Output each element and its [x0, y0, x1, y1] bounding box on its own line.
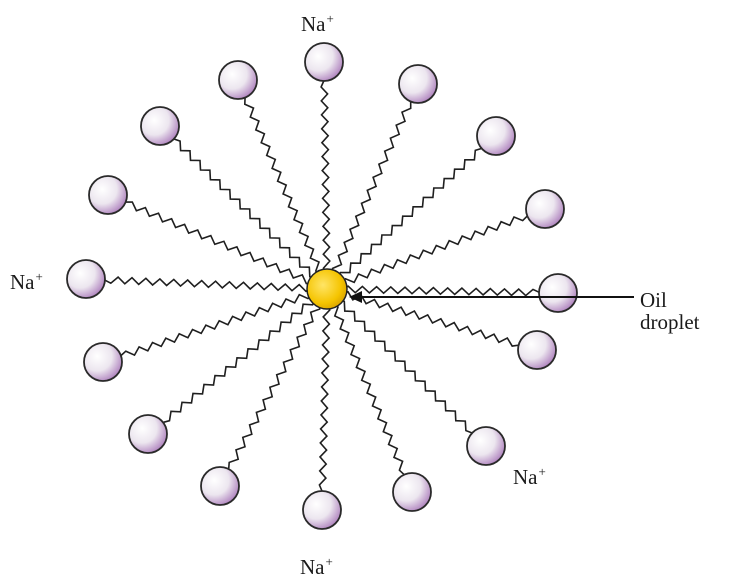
hydrophobic-tail	[336, 298, 474, 435]
oil-droplet-label-line2: droplet	[640, 310, 700, 335]
hydrophobic-tail	[331, 100, 412, 277]
ion-symbol: Na	[301, 12, 326, 36]
polar-head	[538, 273, 578, 313]
oil-droplet	[306, 268, 348, 310]
hydrophobic-tail	[320, 79, 331, 276]
ion-charge: +	[538, 464, 546, 479]
ion-symbol: Na	[300, 555, 325, 579]
polar-head	[88, 175, 128, 215]
polar-head	[140, 106, 180, 146]
ion-charge: +	[35, 269, 43, 284]
ion-charge: +	[326, 11, 334, 26]
polar-head	[466, 426, 506, 466]
sodium-ion-label-top: Na+	[301, 12, 334, 35]
polar-head	[302, 490, 342, 530]
hydrophobic-tail	[227, 301, 322, 471]
hydrophobic-tail	[119, 292, 315, 357]
ion-symbol: Na	[513, 465, 538, 489]
hydrophobic-tail	[318, 302, 331, 493]
polar-head	[83, 342, 123, 382]
polar-head	[476, 116, 516, 156]
hydrophobic-tail	[339, 214, 529, 285]
sodium-ion-label-bottom-right: Na+	[513, 465, 546, 488]
hydrophobic-tail	[340, 285, 541, 297]
polar-head	[218, 60, 258, 100]
oil-droplet-pointer-arrowhead	[349, 291, 362, 303]
polar-head	[525, 189, 565, 229]
polar-head	[304, 42, 344, 82]
oil-droplet-label-line1: Oil	[640, 288, 667, 312]
hydrophobic-tail	[103, 276, 314, 293]
hydrophobic-tail	[172, 137, 318, 280]
polar-head	[200, 466, 240, 506]
ion-symbol: Na	[10, 270, 35, 294]
polar-head	[128, 414, 168, 454]
hydrophobic-tail	[243, 96, 323, 277]
polar-head	[398, 64, 438, 104]
hydrophobic-tail	[336, 147, 483, 280]
hydrophobic-tails	[103, 79, 541, 493]
ion-charge: +	[325, 554, 333, 569]
oil-droplet-label: Oil droplet	[640, 289, 699, 333]
polar-head	[66, 259, 106, 299]
polar-heads	[66, 42, 578, 530]
hydrophobic-tail	[161, 297, 317, 424]
hydrophobic-tail	[124, 201, 315, 285]
sodium-ion-label-bottom: Na+	[300, 555, 333, 578]
hydrophobic-tail	[340, 290, 520, 347]
polar-head	[392, 472, 432, 512]
polar-head	[517, 330, 557, 370]
sodium-ion-label-left: Na+	[10, 270, 43, 293]
hydrophobic-tail	[331, 301, 406, 476]
